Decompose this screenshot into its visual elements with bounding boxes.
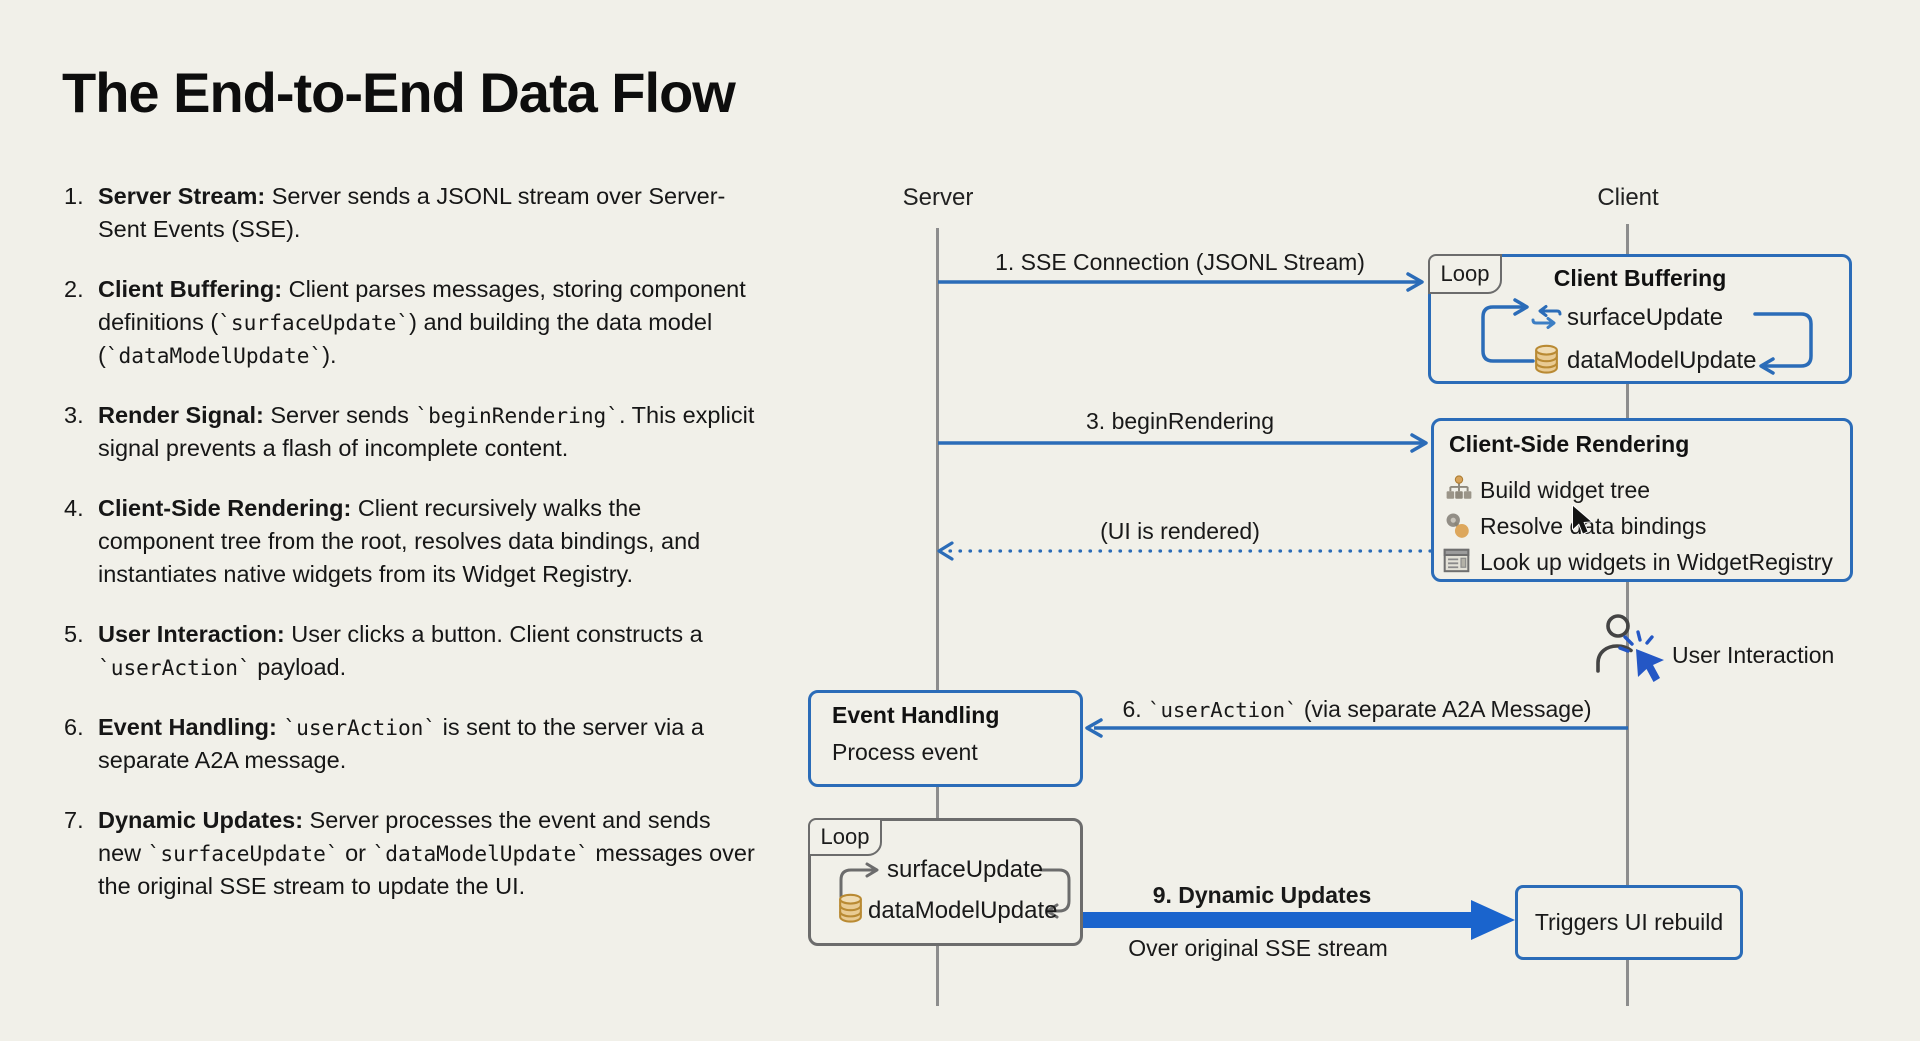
arrow9-label: 9. Dynamic Updates: [1152, 882, 1372, 908]
loop-tab: Loop: [808, 818, 882, 856]
client-buffering-box: Loop Client Buffering surfaceUpdate data…: [1428, 254, 1852, 384]
user-interaction-label: User Interaction: [1672, 642, 1835, 668]
step-number: 6.: [64, 714, 84, 740]
loop-tab-label: Loop: [820, 824, 870, 849]
event-handling-title: Event Handling: [832, 702, 1000, 728]
rendering-row-lookup-registry: Look up widgets in WidgetRegistry: [1480, 549, 1833, 575]
server-actor-label: Server: [902, 184, 974, 211]
client-lifeline: [1626, 224, 1629, 1006]
arrow9-sublabel: Over original SSE stream: [1128, 935, 1388, 961]
arrow-dynamic-updates: [1083, 900, 1515, 940]
event-handling-box: Event Handling Process event: [808, 690, 1083, 787]
arrow-sse-connection: [938, 272, 1424, 292]
triggers-ui-rebuild-box: Triggers UI rebuild: [1515, 885, 1743, 960]
step-text: Dynamic Updates: Server processes the ev…: [98, 807, 755, 899]
rendering-row-build-tree: Build widget tree: [1480, 477, 1651, 503]
list-item: 4. Client-Side Rendering: Client recursiv…: [64, 492, 756, 591]
swap-icon: [1531, 305, 1562, 329]
list-item: 2. Client Buffering: Client parses messag…: [64, 273, 756, 372]
database-icon: [1535, 344, 1558, 374]
data-binding-icon: [1446, 513, 1469, 538]
server-loop-row-surface-update: surfaceUpdate: [887, 856, 1044, 883]
person-icon: [1596, 614, 1633, 673]
step-text: User Interaction: User clicks a button. …: [98, 621, 703, 680]
client-actor-label: Client: [1597, 184, 1659, 211]
arrow-ui-rendered: [937, 541, 1435, 561]
step-text: Server Stream: Server sends a JSONL stre…: [98, 183, 726, 242]
step-text: Client Buffering: Client parses messages…: [98, 276, 746, 368]
steps-list: 1. Server Stream: Server sends a JSONL st…: [64, 180, 756, 930]
loop-tab: Loop: [1428, 254, 1502, 294]
server-loop-arrows: [839, 862, 1071, 919]
list-item: 6. Event Handling: `userAction` is sent t…: [64, 711, 756, 777]
page-title: The End-to-End Data Flow: [62, 61, 736, 124]
step-number: 2.: [64, 276, 84, 302]
client-side-rendering-box: Client-Side Rendering Build widget tree …: [1431, 418, 1853, 582]
arrow3-label: 3. beginRendering: [1086, 408, 1274, 434]
triggers-ui-rebuild-label: Triggers UI rebuild: [1534, 909, 1724, 935]
list-item: 5. User Interaction: User clicks a button…: [64, 618, 756, 684]
buffering-row-surface-update: surfaceUpdate: [1567, 304, 1724, 331]
list-item: 3. Render Signal: Server sends `beginRend…: [64, 399, 756, 465]
database-icon: [839, 893, 862, 923]
buffering-row-datamodel-update: dataModelUpdate: [1567, 347, 1757, 374]
arrow-begin-rendering: [938, 433, 1428, 453]
list-item: 7. Dynamic Updates: Server processes the …: [64, 804, 756, 903]
click-cursor-icon: [1618, 630, 1664, 682]
loop-tab-label: Loop: [1440, 261, 1490, 286]
step-number: 1.: [64, 183, 84, 209]
event-handling-body: Process event: [832, 739, 978, 765]
list-item: 1. Server Stream: Server sends a JSONL st…: [64, 180, 756, 246]
rendered-label: (UI is rendered): [1100, 518, 1260, 544]
server-loop-row-datamodel-update: dataModelUpdate: [868, 897, 1058, 924]
arrow6-label: 6. `userAction` (via separate A2A Messag…: [1122, 696, 1592, 722]
step-text: Client-Side Rendering: Client recursivel…: [98, 495, 701, 587]
buffering-loop-arrows: [1481, 298, 1813, 375]
step-number: 4.: [64, 495, 84, 521]
client-buffering-title: Client Buffering: [1553, 265, 1727, 291]
step-number: 7.: [64, 807, 84, 833]
step-text: Event Handling: `userAction` is sent to …: [98, 714, 704, 773]
client-side-rendering-title: Client-Side Rendering: [1449, 431, 1690, 457]
step-text: Render Signal: Server sends `beginRender…: [98, 402, 755, 461]
arrow-user-action: [1085, 718, 1628, 738]
arrow1-label: 1. SSE Connection (JSONL Stream): [995, 249, 1365, 275]
widget-tree-icon: [1446, 475, 1472, 499]
registry-icon: [1443, 548, 1470, 573]
step-number: 3.: [64, 402, 84, 428]
mouse-cursor-icon: [1572, 505, 1592, 535]
rendering-row-resolve-bindings: Resolve data bindings: [1480, 513, 1707, 539]
server-loop-box: Loop surfaceUpdate dataModelUpdate: [808, 818, 1083, 946]
server-lifeline: [936, 228, 939, 1006]
step-number: 5.: [64, 621, 84, 647]
